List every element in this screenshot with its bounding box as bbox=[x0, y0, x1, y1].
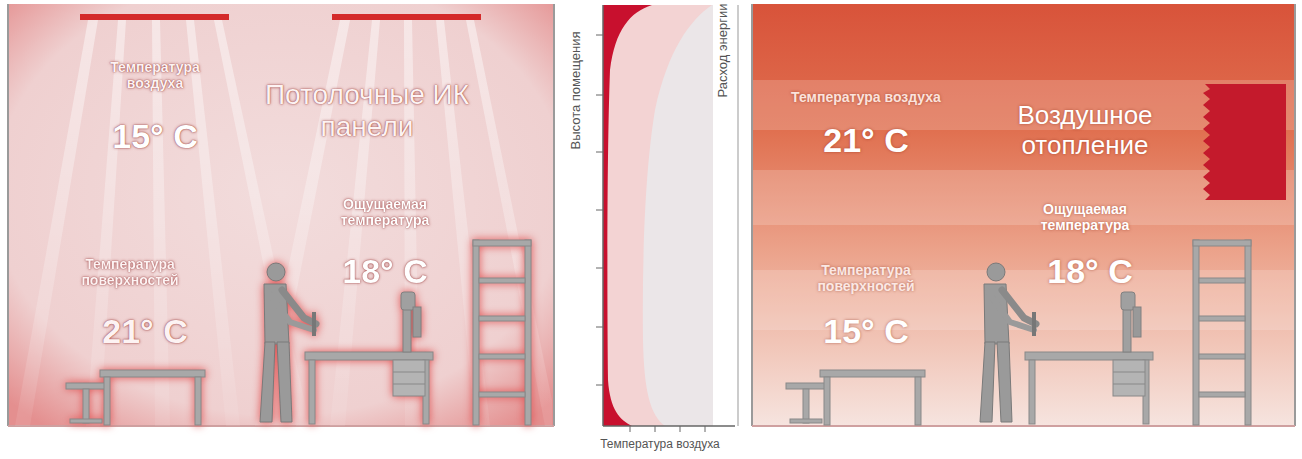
ir-panel bbox=[80, 14, 229, 20]
axis-label: Расход энергии bbox=[716, 3, 731, 97]
felt-temp-label: Ощущаемая температура bbox=[300, 196, 470, 228]
axis-label: Температура воздуха bbox=[570, 438, 750, 452]
felt-temp-value: 18° C bbox=[305, 252, 465, 291]
surface-temp-value: 15° C bbox=[786, 312, 946, 351]
felt-temp-value: 18° C bbox=[1010, 252, 1170, 291]
felt-temp-label: Ощущаемая температура bbox=[1000, 201, 1170, 233]
air-temp-label: Температура воздуха bbox=[751, 89, 981, 105]
axis-label: Высота помещения bbox=[569, 31, 584, 149]
air-temp-value: 21° C bbox=[786, 121, 946, 160]
heater-title: Потолочные ИК панели bbox=[252, 79, 482, 143]
air-temp-value: 15° C bbox=[75, 117, 235, 156]
air-temp-label: Температура воздуха bbox=[90, 59, 220, 91]
ir-panel bbox=[332, 14, 481, 20]
heater-title: Воздушное отопление bbox=[985, 101, 1185, 161]
air-heater bbox=[1203, 84, 1286, 200]
surface-temp-value: 21° C bbox=[65, 312, 225, 351]
surface-temp-label: Температура поверхностей bbox=[791, 262, 941, 294]
air-room-furniture bbox=[786, 240, 1251, 425]
ir-rays bbox=[15, 20, 552, 426]
air-room bbox=[752, 4, 1295, 426]
surface-temp-label: Температура поверхностей bbox=[60, 256, 200, 288]
ir-room bbox=[8, 4, 554, 426]
